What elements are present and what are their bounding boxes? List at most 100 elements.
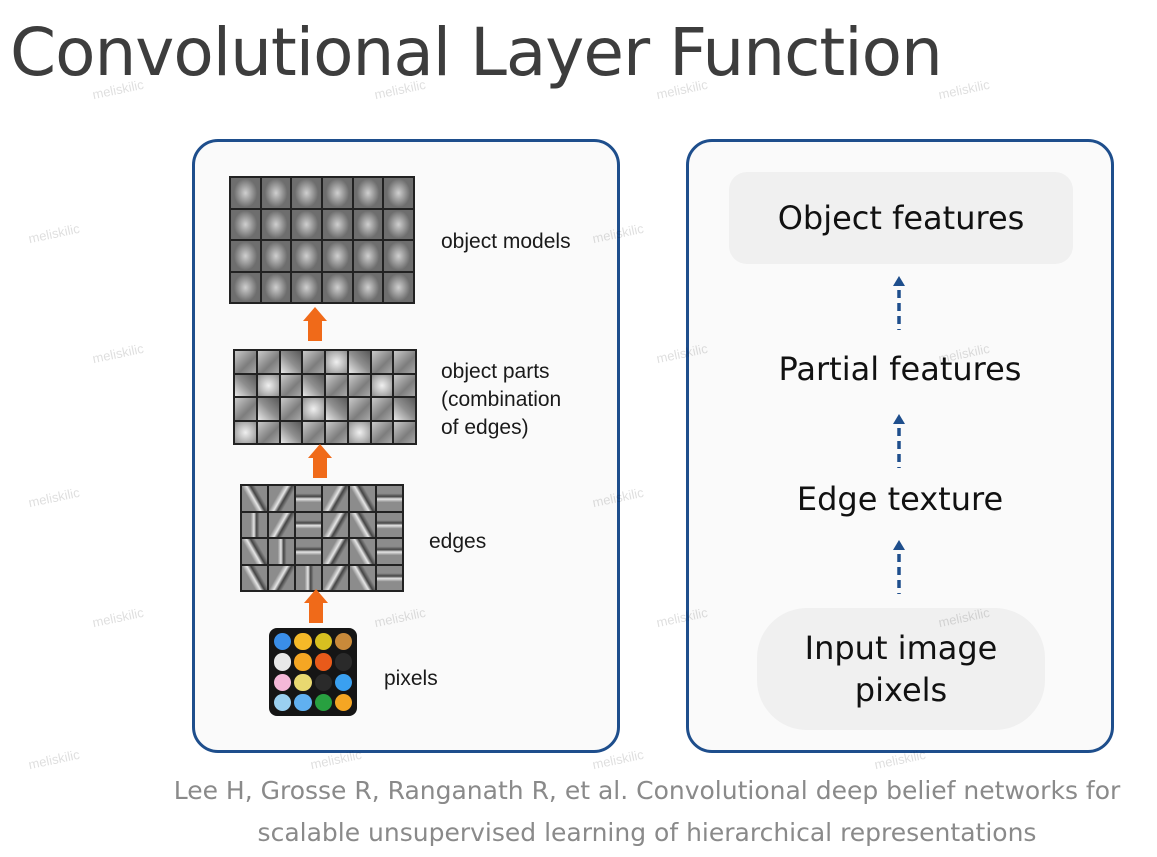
input-image-label-line2: pixels xyxy=(854,671,948,709)
face-thumbnail xyxy=(322,272,352,302)
feature-hierarchy-image-panel: object models object parts (combination … xyxy=(192,139,620,753)
partial-features-label: Partial features xyxy=(778,350,1022,388)
face-thumbnail xyxy=(384,178,413,208)
pixel-dot xyxy=(274,693,292,711)
part-thumbnail xyxy=(257,398,279,420)
face-thumbnail xyxy=(384,209,413,239)
edge-thumbnail xyxy=(350,539,375,564)
face-thumbnail xyxy=(353,178,383,208)
edge-thumbnail xyxy=(350,512,375,537)
object-models-grid xyxy=(229,176,415,304)
part-thumbnail xyxy=(280,351,302,373)
edge-thumbnail xyxy=(296,512,321,537)
pixel-dot xyxy=(294,653,312,671)
part-thumbnail xyxy=(303,374,324,396)
face-thumbnail xyxy=(231,209,260,239)
up-arrow-icon xyxy=(303,307,327,341)
part-thumbnail xyxy=(371,351,393,373)
part-thumbnail xyxy=(303,351,324,373)
pixel-dot xyxy=(334,673,352,691)
edge-thumbnail xyxy=(377,539,402,564)
edge-thumbnail xyxy=(242,486,267,511)
watermark: meliskilic xyxy=(27,484,81,511)
citation-line1: Lee H, Grosse R, Ranganath R, et al. Con… xyxy=(173,776,1121,805)
pixel-dot xyxy=(294,693,312,711)
object-parts-label-line3: of edges) xyxy=(441,416,529,439)
watermark: meliskilic xyxy=(27,746,81,773)
edge-texture-label: Edge texture xyxy=(796,480,1004,518)
edges-label: edges xyxy=(429,530,487,553)
face-thumbnail xyxy=(322,209,352,239)
face-thumbnail xyxy=(231,178,260,208)
part-thumbnail xyxy=(348,351,370,373)
pixel-dot xyxy=(334,693,352,711)
face-thumbnail xyxy=(292,272,321,302)
pixel-dot xyxy=(334,633,352,651)
watermark: meliskilic xyxy=(27,220,81,247)
part-thumbnail xyxy=(257,351,279,373)
face-thumbnail xyxy=(292,209,321,239)
edge-thumbnail xyxy=(269,539,294,564)
edge-thumbnail xyxy=(242,512,267,537)
part-thumbnail xyxy=(348,398,370,420)
edge-thumbnail xyxy=(377,565,402,590)
pixel-dot xyxy=(334,653,352,671)
part-thumbnail xyxy=(348,374,370,396)
pixel-dot xyxy=(274,673,292,691)
up-arrow-icon xyxy=(308,444,332,478)
edge-thumbnail xyxy=(269,486,294,511)
face-thumbnail xyxy=(261,178,291,208)
pixel-dot xyxy=(294,633,312,651)
part-thumbnail xyxy=(280,398,302,420)
up-arrow-icon xyxy=(304,589,328,623)
dashed-up-arrow-icon xyxy=(893,414,905,468)
watermark: meliskilic xyxy=(91,340,145,367)
part-thumbnail xyxy=(326,421,347,443)
pixel-dot xyxy=(274,633,292,651)
input-image-label-line1: Input image xyxy=(804,629,998,667)
pixels-grid xyxy=(269,628,357,716)
object-parts-label-line1: object parts xyxy=(441,360,550,383)
edge-thumbnail xyxy=(323,486,348,511)
face-thumbnail xyxy=(322,178,352,208)
pixel-dot xyxy=(314,673,332,691)
face-thumbnail xyxy=(353,209,383,239)
edge-thumbnail xyxy=(269,512,294,537)
part-thumbnail xyxy=(280,421,302,443)
face-thumbnail xyxy=(384,241,413,271)
part-thumbnail xyxy=(326,398,347,420)
page-title: Convolutional Layer Function xyxy=(10,14,943,91)
face-thumbnail xyxy=(292,241,321,271)
pixel-dot xyxy=(314,693,332,711)
part-thumbnail xyxy=(394,374,415,396)
edge-thumbnail xyxy=(350,486,375,511)
dashed-up-arrow-icon xyxy=(893,276,905,330)
edge-thumbnail xyxy=(269,565,294,590)
part-thumbnail xyxy=(257,374,279,396)
face-thumbnail xyxy=(353,272,383,302)
edge-thumbnail xyxy=(242,539,267,564)
pixel-dot xyxy=(314,633,332,651)
part-thumbnail xyxy=(371,421,393,443)
edge-thumbnail xyxy=(350,565,375,590)
citation-line2: scalable unsupervised learning of hierar… xyxy=(257,818,1037,847)
part-thumbnail xyxy=(303,398,324,420)
edge-thumbnail xyxy=(377,512,402,537)
pixel-dot xyxy=(274,653,292,671)
part-thumbnail xyxy=(235,398,256,420)
object-features-label: Object features xyxy=(777,199,1025,237)
object-models-label: object models xyxy=(441,230,571,253)
face-thumbnail xyxy=(353,241,383,271)
input-image-pixels-box: Input image pixels xyxy=(757,608,1045,730)
face-thumbnail xyxy=(261,209,291,239)
part-thumbnail xyxy=(280,374,302,396)
face-thumbnail xyxy=(261,241,291,271)
pixel-dot xyxy=(294,673,312,691)
part-thumbnail xyxy=(371,398,393,420)
face-thumbnail xyxy=(322,241,352,271)
edge-thumbnail xyxy=(323,565,348,590)
face-thumbnail xyxy=(231,241,260,271)
part-thumbnail xyxy=(394,421,415,443)
edge-thumbnail xyxy=(296,539,321,564)
object-parts-grid xyxy=(233,349,417,445)
